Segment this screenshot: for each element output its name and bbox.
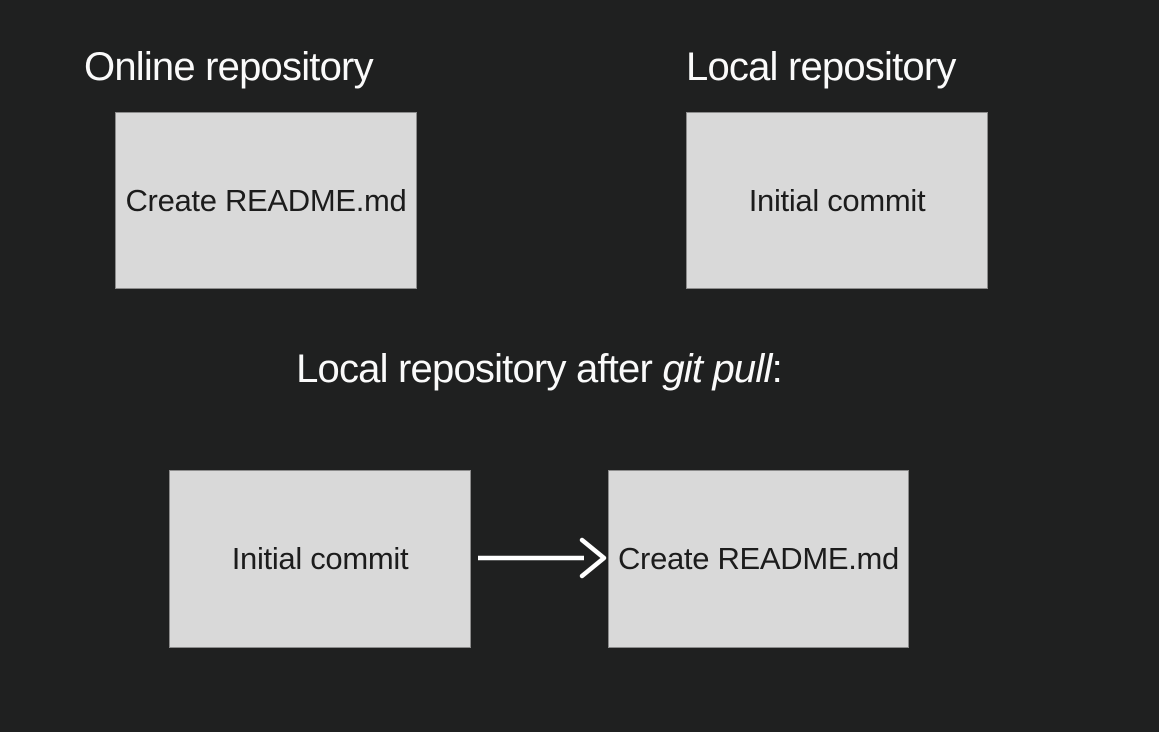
commit-label: Create README.md <box>617 541 899 576</box>
after-pull-heading-prefix: Local repository after <box>296 347 663 391</box>
commit-box-online-create-readme: Create README.md <box>115 112 417 289</box>
after-pull-heading-suffix: : <box>771 347 783 391</box>
commit-label: Create README.md <box>125 182 407 218</box>
commit-box-merged-initial-commit: Initial commit <box>169 470 471 648</box>
commit-label: Initial commit <box>748 182 926 218</box>
after-pull-heading: Local repository after git pull: <box>169 349 909 389</box>
commit-box-merged-create-readme: Create README.md <box>608 470 909 648</box>
after-pull-heading-command: git pull <box>662 347 772 391</box>
online-repository-heading: Online repository <box>84 45 374 89</box>
commit-box-local-initial-commit: Initial commit <box>686 112 988 289</box>
arrow-right-icon <box>478 537 607 579</box>
commit-label: Initial commit <box>231 541 409 576</box>
local-repository-heading: Local repository <box>686 45 956 89</box>
